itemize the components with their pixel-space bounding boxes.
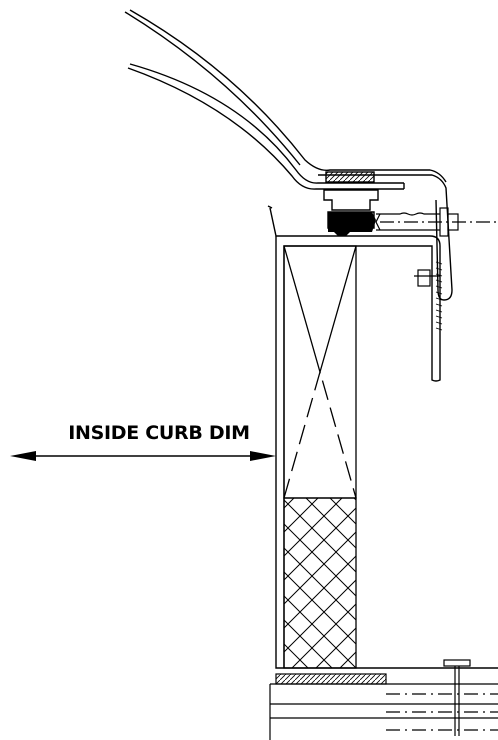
inside-curb-dimension-line xyxy=(10,451,276,461)
retainer-extrusion xyxy=(323,189,379,211)
dome-inner-sheet-return xyxy=(124,11,301,166)
epdm-gasket xyxy=(328,212,376,236)
dome-outer-sheet xyxy=(129,9,447,183)
insulation-block xyxy=(283,497,357,669)
dome-inner-sheet xyxy=(129,63,404,184)
curb-wood-member xyxy=(283,245,357,499)
roof-deck xyxy=(269,673,498,740)
nail-fastener xyxy=(443,659,471,736)
curb-cap xyxy=(269,207,441,668)
dimension-label: INSIDE CURB DIM xyxy=(68,422,250,444)
top-gasket xyxy=(325,171,375,183)
screw-fastener xyxy=(375,207,498,237)
outer-frame-flange xyxy=(318,174,453,301)
frame-serrations xyxy=(435,261,443,331)
